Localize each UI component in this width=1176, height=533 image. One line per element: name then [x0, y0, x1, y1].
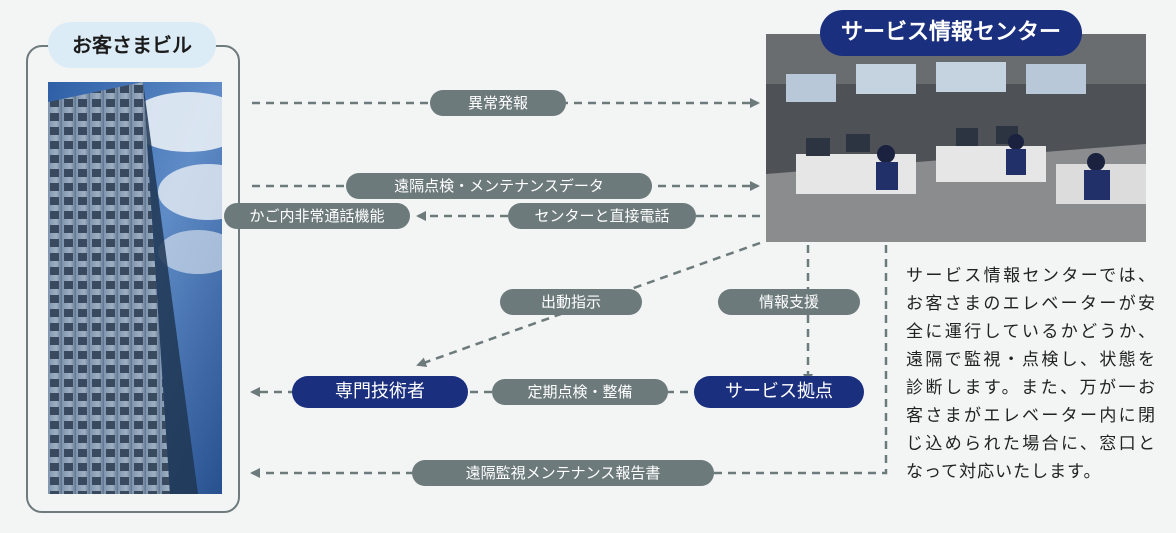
building-photo: [48, 82, 222, 494]
info-support-label: 情報支援: [718, 289, 860, 315]
service-center-title: サービス情報センター: [820, 10, 1082, 56]
abnormal-report-label: 異常発報: [430, 90, 566, 116]
periodic-maintenance-label: 定期点検・整備: [492, 379, 668, 405]
engineer-node: 専門技術者: [292, 376, 468, 408]
remote-report-label: 遠隔監視メンテナンス報告書: [412, 460, 714, 486]
emergency-call-label: かご内非常通話機能: [224, 203, 410, 229]
service-center-description: サービス情報センターでは、お客さまのエレベーターが安全に運行しているかどうか、遠…: [906, 266, 1156, 482]
arrow-dispatch: [416, 241, 761, 368]
direct-call-label: センターと直接電話: [508, 203, 696, 229]
service-base-node: サービス拠点: [694, 376, 864, 408]
remote-inspection-label: 遠隔点検・メンテナンスデータ: [346, 173, 652, 199]
control-room-photo: [766, 34, 1146, 242]
dispatch-label: 出動指示: [500, 289, 642, 315]
arrow-remote-report: [250, 245, 888, 478]
customer-building-title: お客さまビル: [48, 22, 216, 68]
